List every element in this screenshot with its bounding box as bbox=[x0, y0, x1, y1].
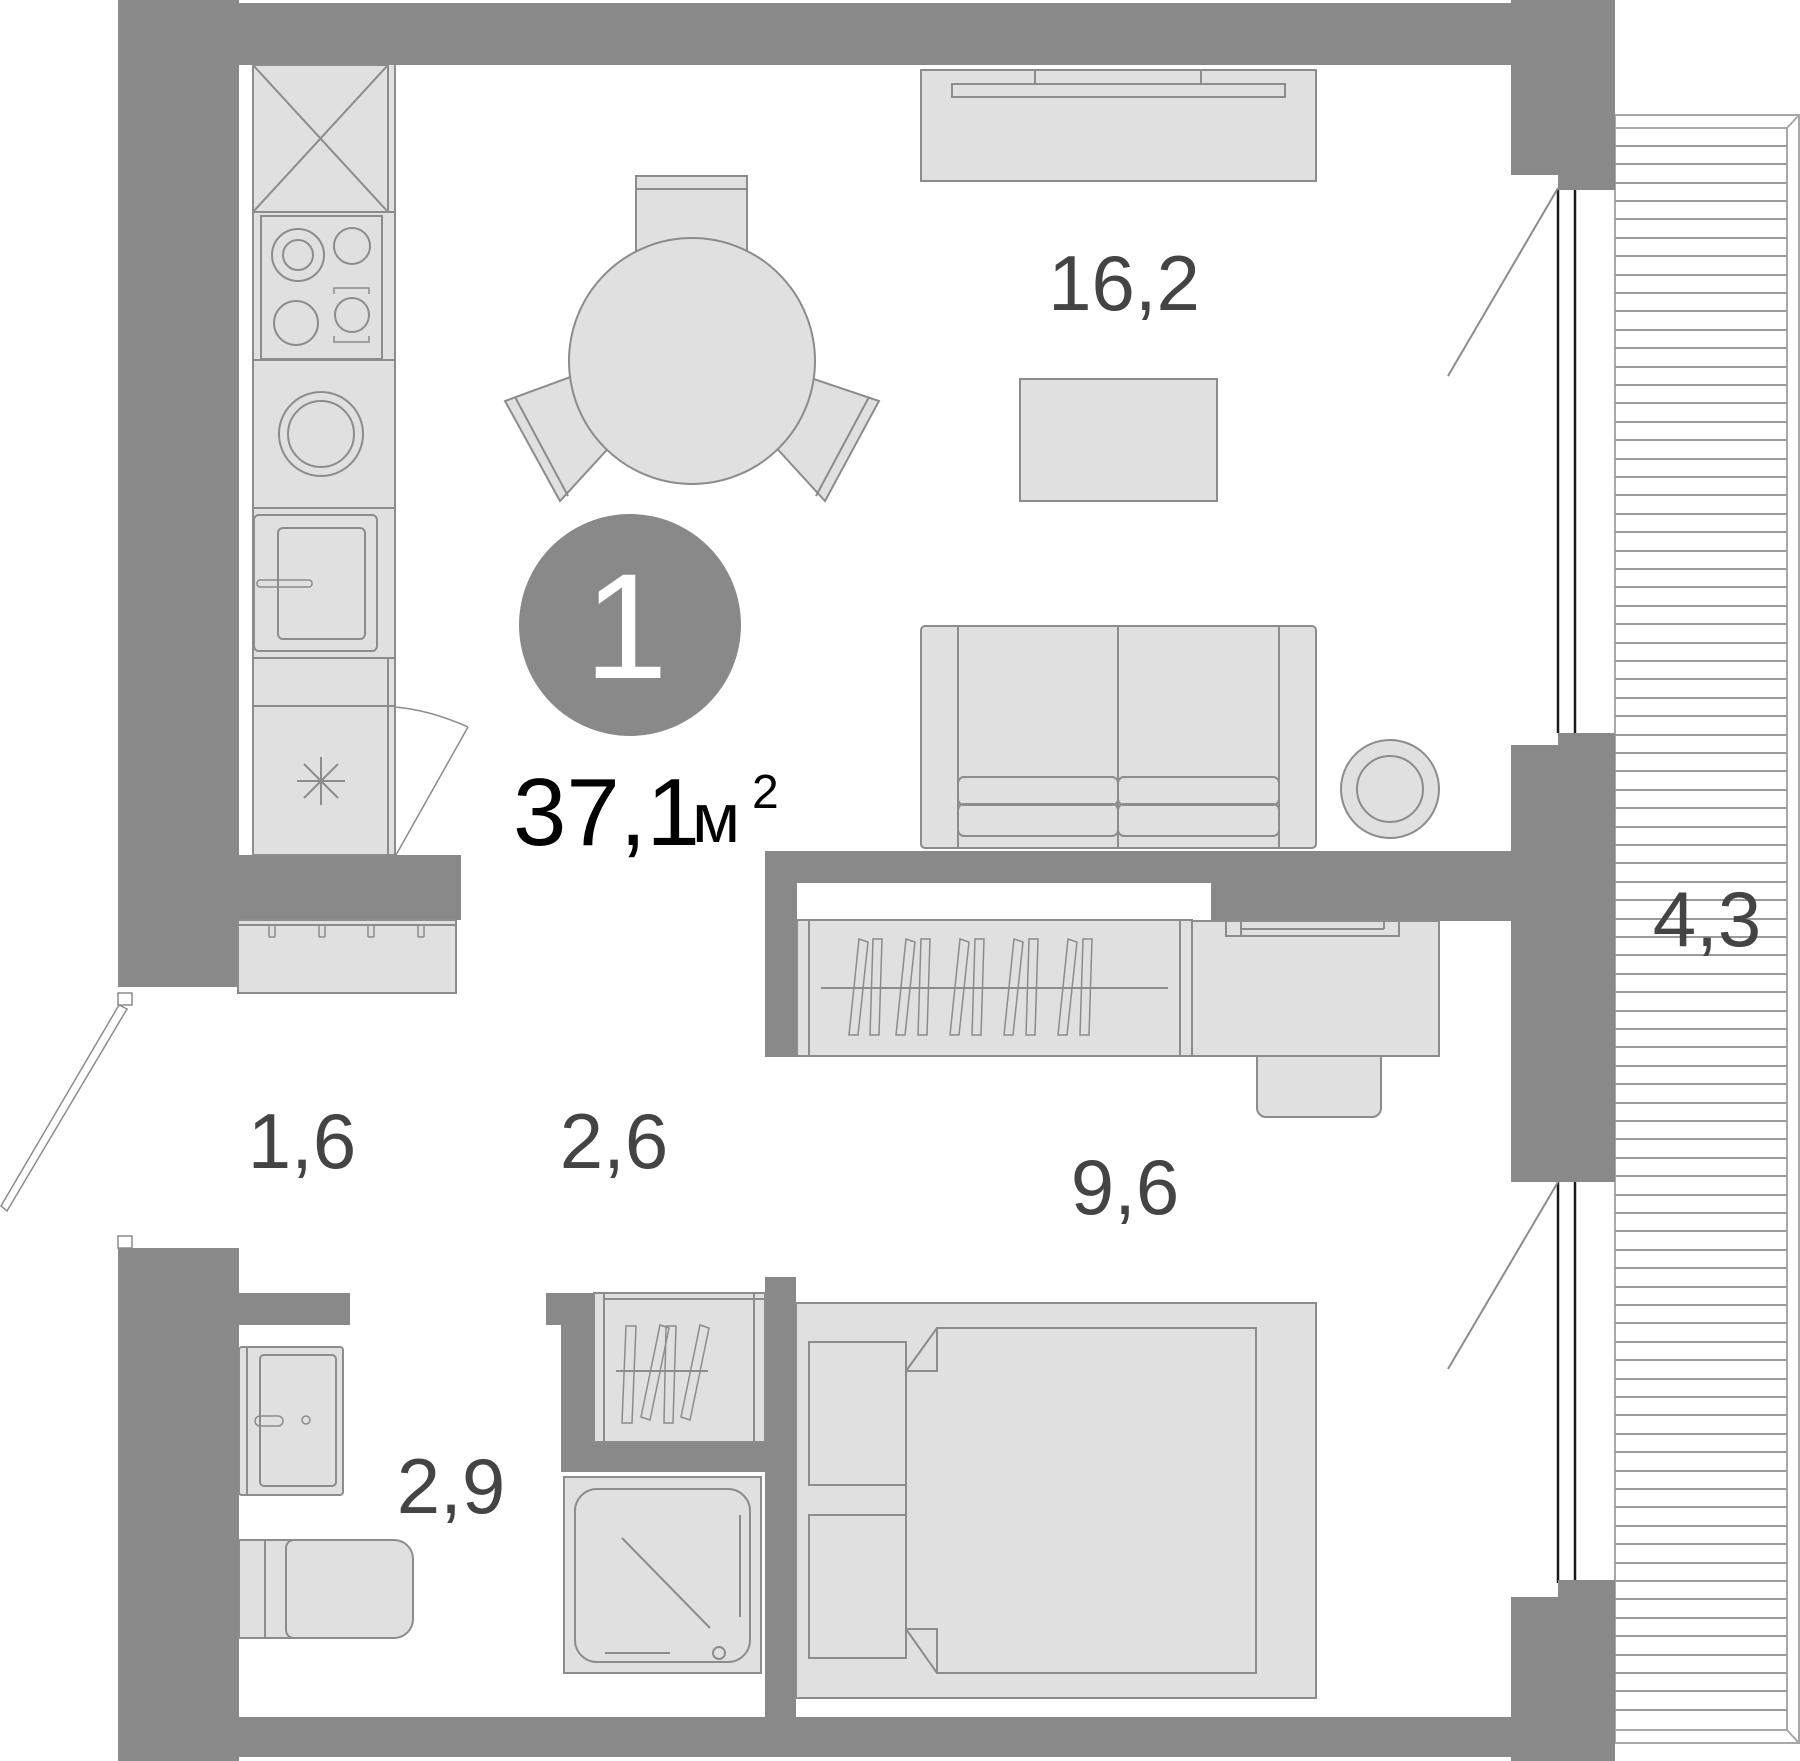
desk bbox=[1191, 920, 1440, 1118]
washbasin bbox=[238, 1346, 344, 1496]
wall-right-bottom bbox=[1511, 1597, 1615, 1761]
entry-door bbox=[0, 992, 133, 1249]
area-label-bedroom: 9,6 bbox=[1071, 1143, 1179, 1231]
total-area-unit: м bbox=[692, 779, 740, 857]
kitchen-counter bbox=[252, 64, 396, 856]
area-label-balcony: 4,3 bbox=[1653, 875, 1761, 963]
side-table bbox=[1340, 739, 1440, 839]
total-area: 37,1 м 2 bbox=[513, 759, 779, 866]
walls bbox=[118, 0, 1615, 1761]
bathroom-closet bbox=[593, 1292, 766, 1443]
total-area-exponent: 2 bbox=[752, 766, 779, 819]
wall-kitchen-stub bbox=[239, 855, 461, 920]
balcony-decking-lines bbox=[1615, 145, 1787, 1711]
room-count-number: 1 bbox=[584, 542, 667, 710]
cooktop-icon bbox=[252, 211, 396, 361]
toilet bbox=[238, 1539, 414, 1639]
wall-bath-stub bbox=[239, 1293, 350, 1325]
sink-icon bbox=[252, 507, 396, 659]
kitchen-door-swing bbox=[394, 706, 469, 856]
hangers bbox=[848, 937, 1093, 1036]
shower-tray bbox=[563, 1476, 762, 1674]
star-icon bbox=[297, 757, 345, 805]
wall-bottom bbox=[239, 1717, 1511, 1757]
bed bbox=[795, 1302, 1317, 1699]
wardrobe bbox=[796, 919, 1193, 1057]
wall-right-middle bbox=[1511, 745, 1615, 1182]
balcony bbox=[1614, 114, 1800, 1744]
wall-top bbox=[239, 3, 1511, 65]
area-label-living-kitchen: 16,2 bbox=[1048, 239, 1200, 327]
wall-right-top bbox=[1511, 0, 1558, 175]
hall-shoe-cabinet bbox=[237, 919, 457, 994]
area-label-corridor: 2,6 bbox=[560, 1097, 668, 1185]
coffee-table bbox=[1019, 378, 1218, 502]
area-label-bathroom: 2,9 bbox=[397, 1442, 505, 1530]
dining-table bbox=[568, 237, 816, 485]
window-lower bbox=[1447, 1181, 1577, 1583]
wall-bedroom-partition bbox=[765, 1277, 796, 1717]
tv-unit bbox=[920, 69, 1317, 182]
sofa bbox=[920, 625, 1317, 849]
dining-set bbox=[503, 175, 881, 503]
area-label-entry-hall: 1,6 bbox=[248, 1097, 356, 1185]
total-area-value: 37,1 bbox=[513, 759, 700, 866]
dishwasher-cabinet bbox=[252, 657, 396, 856]
window-upper bbox=[1447, 187, 1577, 733]
wall-left-upper bbox=[118, 0, 239, 987]
wall-closet-bottom bbox=[561, 1442, 767, 1472]
wall-bedroom-left bbox=[765, 851, 797, 1057]
wall-left-lower bbox=[118, 1248, 239, 1761]
fridge-icon bbox=[252, 64, 389, 213]
room-count-badge: 1 bbox=[519, 514, 741, 736]
desk-chair bbox=[1256, 1055, 1382, 1118]
washing-machine-icon bbox=[252, 359, 396, 509]
